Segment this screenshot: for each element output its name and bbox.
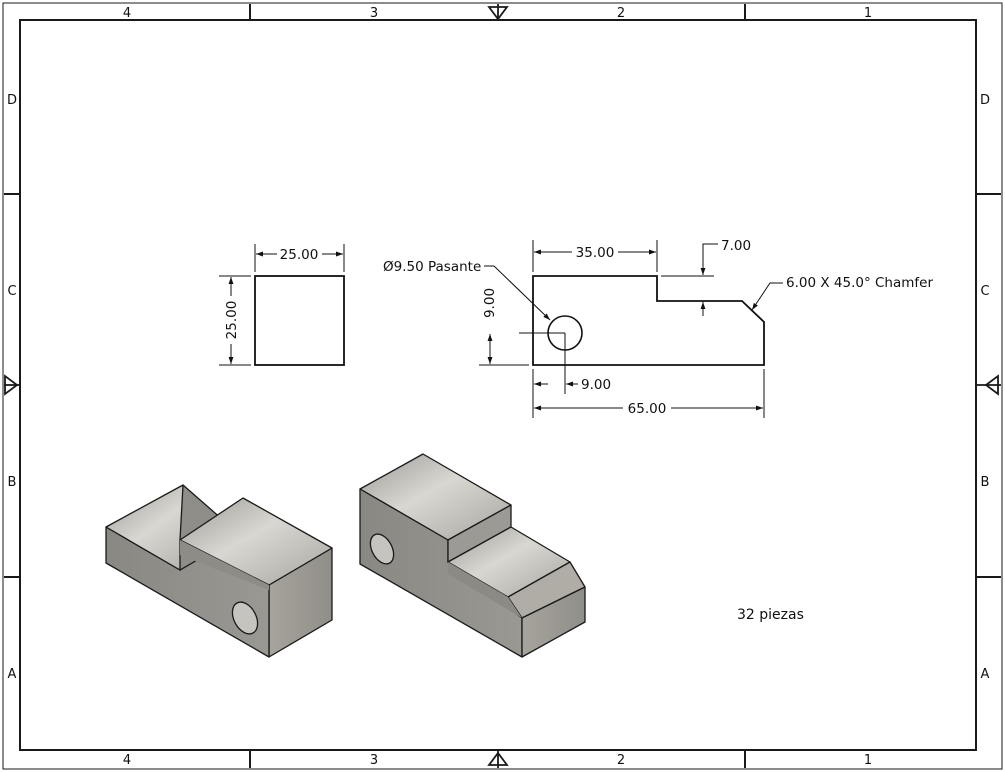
row-label-right: B	[981, 475, 990, 490]
step-length-dimension: 35.00	[576, 245, 615, 261]
row-label-left: B	[8, 475, 17, 490]
front-view: 35.00 7.00 6.00 X 45.0° Chamfer Ø9.50 Pa…	[383, 238, 933, 418]
col-label-bottom: 4	[123, 753, 131, 768]
isometric-view-1	[105, 484, 333, 658]
centering-marks	[4, 4, 1001, 768]
leader-line	[700, 243, 718, 275]
col-label-bottom: 3	[370, 753, 378, 768]
row-label-left: D	[7, 93, 17, 108]
row-label-right: C	[980, 284, 989, 299]
left-height-dimension: 25.00	[224, 301, 240, 340]
col-label-top: 3	[370, 6, 378, 21]
front-view-outline	[532, 275, 765, 366]
chamfer-leader	[751, 282, 783, 311]
row-label-right: A	[981, 667, 990, 682]
hole-height-dimension: 9.00	[482, 288, 498, 318]
hole-note: Ø9.50 Pasante	[383, 259, 481, 275]
left-width-dimension: 25.00	[280, 247, 319, 263]
col-label-top: 1	[864, 6, 872, 21]
left-view: 25.00 25.00	[219, 244, 345, 366]
col-label-bottom: 2	[617, 753, 625, 768]
left-view-outline	[254, 275, 345, 366]
quantity-note: 32 piezas	[737, 607, 804, 623]
col-label-top: 4	[123, 6, 131, 21]
iso2-hole	[369, 533, 395, 565]
iso2-front-under-step	[448, 562, 522, 618]
chamfer-note: 6.00 X 45.0° Chamfer	[786, 275, 933, 291]
overall-length-dimension: 65.00	[628, 401, 667, 417]
iso1-hole	[231, 601, 259, 635]
iso1-upper-front	[180, 540, 269, 590]
isometric-view-2	[359, 453, 586, 658]
iso2-end-face	[521, 586, 586, 658]
row-label-left: A	[8, 667, 17, 682]
zone-labels: 4 3 2 1 4 3 2 1 D C B A D C B A	[7, 6, 990, 768]
col-label-bottom: 1	[864, 753, 872, 768]
col-label-top: 2	[617, 6, 625, 21]
step-depth-dimension: 7.00	[721, 238, 751, 254]
row-label-left: C	[7, 284, 16, 299]
hole-leader	[484, 265, 551, 321]
hole-offset-dimension: 9.00	[581, 377, 611, 393]
row-label-right: D	[980, 93, 990, 108]
